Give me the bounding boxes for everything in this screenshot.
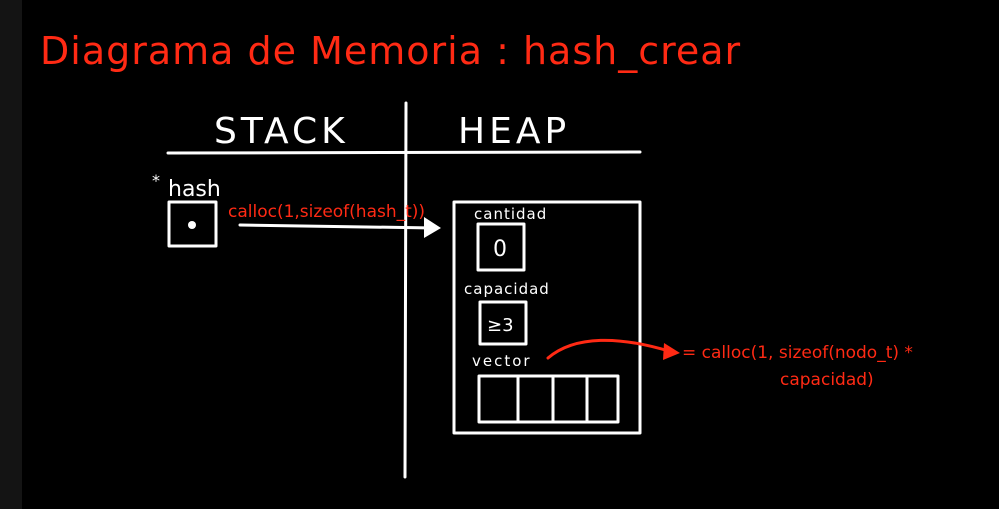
hash-label: hash xyxy=(168,177,221,202)
hash-pointer-mark: * xyxy=(152,171,160,190)
heap-header: HEAP xyxy=(458,111,570,152)
vector-alloc-call-line2: capacidad) xyxy=(780,370,874,390)
header-divider xyxy=(166,150,642,155)
vector-array xyxy=(477,374,620,424)
capacidad-label: capacidad xyxy=(464,280,550,298)
capacidad-value: ≥3 xyxy=(487,315,514,336)
stack-heap-divider xyxy=(403,101,408,479)
vector-alloc-arrow xyxy=(546,338,674,360)
cantidad-value: 0 xyxy=(493,237,507,262)
stack-header: STACK xyxy=(214,111,349,152)
hash-alloc-call: calloc(1,sizeof(hash_t)) xyxy=(228,202,425,222)
hash-to-heap-arrow xyxy=(238,223,436,230)
hash-struct-box xyxy=(452,200,642,435)
hash-arrow-head xyxy=(424,217,441,238)
cantidad-label: cantidad xyxy=(474,205,547,223)
capacidad-box xyxy=(478,300,528,346)
vector-alloc-call-line1: = calloc(1, sizeof(nodo_t) * xyxy=(682,343,913,363)
left-edge-strip xyxy=(0,0,22,509)
vector-label: vector xyxy=(472,352,532,370)
hash-pointer-dot xyxy=(188,221,196,229)
diagram-title: Diagrama de Memoria : hash_crear xyxy=(40,29,741,73)
vector-alloc-arrow-head xyxy=(663,343,680,360)
cantidad-box xyxy=(476,222,526,272)
hash-box xyxy=(167,200,218,248)
